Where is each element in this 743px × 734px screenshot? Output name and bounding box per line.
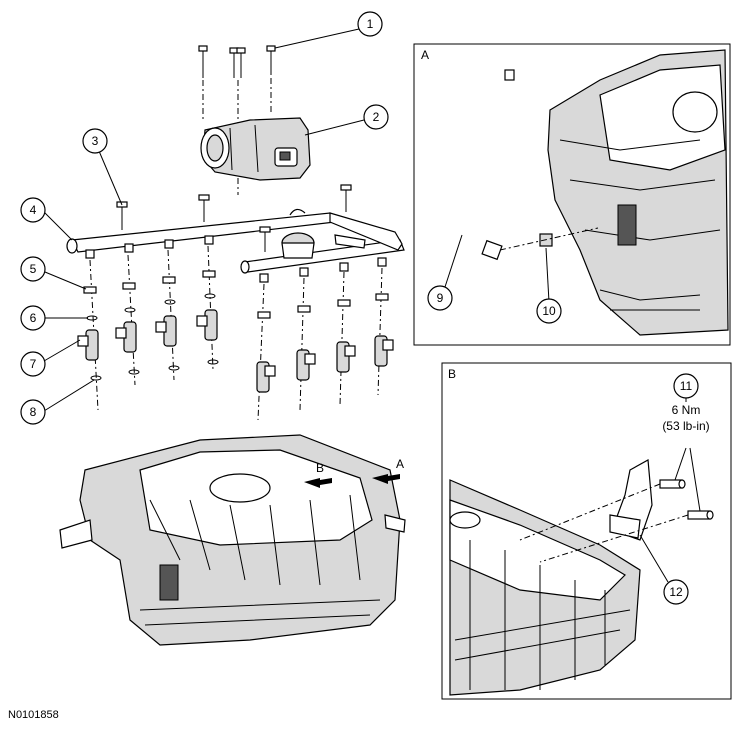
callout-3: 3 xyxy=(82,128,108,154)
svg-text:4: 4 xyxy=(30,203,37,217)
throttle-body xyxy=(200,117,311,181)
svg-text:9: 9 xyxy=(437,291,444,305)
svg-text:10: 10 xyxy=(542,304,556,318)
callout-11: 11 xyxy=(673,373,699,399)
panel-a-label: A xyxy=(421,48,429,62)
svg-text:2: 2 xyxy=(373,110,380,124)
callout-12: 12 xyxy=(663,579,689,605)
detail-panel-b: B 11 6 Nm (53 lb-in) 12 xyxy=(441,362,732,700)
callout-10: 10 xyxy=(536,298,562,324)
callout-9: 9 xyxy=(427,285,453,311)
callout-5: 5 xyxy=(20,256,46,282)
intake-manifold xyxy=(59,434,406,646)
callout-8: 8 xyxy=(20,399,46,425)
detail-panel-a: A 9 10 xyxy=(413,43,731,346)
svg-text:6: 6 xyxy=(30,311,37,325)
callout-7: 7 xyxy=(20,351,46,377)
svg-text:5: 5 xyxy=(30,262,37,276)
view-arrow-a xyxy=(372,474,400,484)
view-arrow-b-label: B xyxy=(316,461,324,475)
view-arrows: B A xyxy=(304,457,404,488)
callout-6: 6 xyxy=(20,305,46,331)
leader-lines-main xyxy=(43,28,365,412)
callout-2: 2 xyxy=(363,104,389,130)
svg-text:3: 3 xyxy=(92,134,99,148)
svg-text:11: 11 xyxy=(680,379,693,393)
svg-text:12: 12 xyxy=(669,585,683,599)
view-arrow-b xyxy=(304,478,332,488)
fuel-rail xyxy=(66,208,405,283)
main-assembly: B A 1 2 3 4 xyxy=(20,11,406,646)
view-arrow-a-label: A xyxy=(396,457,404,471)
panel-b-label: B xyxy=(448,367,456,381)
svg-text:8: 8 xyxy=(30,405,37,419)
injector-columns xyxy=(77,245,394,421)
torque-spec-imperial: (53 lb-in) xyxy=(662,419,709,433)
torque-spec-value: 6 Nm xyxy=(672,403,701,417)
svg-text:1: 1 xyxy=(367,17,374,31)
figure-id: N0101858 xyxy=(8,709,59,721)
callout-4: 4 xyxy=(20,197,46,223)
svg-text:7: 7 xyxy=(30,357,37,371)
callout-1: 1 xyxy=(357,11,383,37)
